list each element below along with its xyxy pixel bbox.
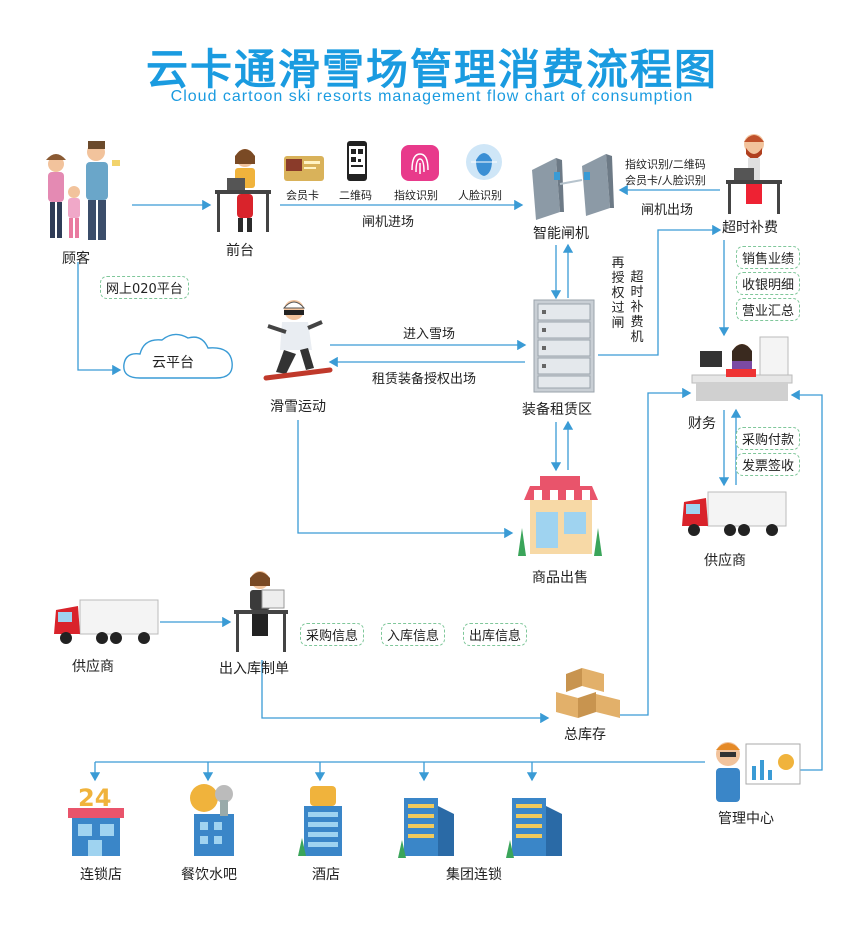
front-desk-staff-icon bbox=[215, 149, 271, 232]
tag-summary: 营业汇总 bbox=[736, 298, 801, 321]
smart-gate-icon bbox=[532, 154, 614, 220]
cloud-platform-label: 云平台 bbox=[152, 355, 194, 371]
front-desk-label: 前台 bbox=[226, 243, 254, 259]
finance-label: 财务 bbox=[688, 416, 716, 432]
branch-food-label: 餐饮水吧 bbox=[181, 867, 237, 883]
tag-outbound-info: 出库信息 bbox=[463, 623, 528, 646]
shop-store-icon bbox=[518, 476, 602, 556]
warehouse-boxes-icon bbox=[556, 668, 620, 718]
supplier-left-truck-icon bbox=[54, 599, 159, 644]
supplier-truck-icon bbox=[682, 491, 787, 536]
reauth-vertical-label: 再授权过闸 bbox=[611, 256, 625, 331]
management-label: 管理中心 bbox=[718, 811, 774, 827]
gate-right-label-1: 指纹识别/二维码 bbox=[625, 158, 706, 171]
hotel-building-icon bbox=[298, 786, 342, 856]
tag-inbound-info: 入库信息 bbox=[381, 623, 446, 646]
cloud-icon bbox=[123, 333, 233, 379]
overtime-staff-icon bbox=[726, 134, 782, 214]
supplier-left-label: 供应商 bbox=[72, 659, 114, 675]
tag-purchase-payment: 采购付款 bbox=[736, 427, 801, 450]
gate-in-label: 闸机进场 bbox=[362, 215, 415, 230]
page-title: 云卡通滑雪场管理消费流程图 bbox=[145, 45, 718, 94]
shop-label: 商品出售 bbox=[532, 570, 588, 586]
inout-label: 出入库制单 bbox=[219, 661, 289, 677]
qr-code-phone-icon bbox=[347, 141, 367, 181]
enter-slope-label: 进入雪场 bbox=[403, 327, 456, 342]
management-center-icon bbox=[716, 742, 801, 802]
auth-member-card-label: 会员卡 bbox=[286, 189, 319, 202]
page-subtitle: Cloud cartoon ski resorts management flo… bbox=[170, 88, 694, 105]
auth-face-label: 人脸识别 bbox=[458, 189, 502, 202]
equipment-locker-icon bbox=[533, 299, 595, 393]
inout-staff-icon bbox=[234, 571, 288, 652]
customer-label: 顾客 bbox=[62, 251, 90, 267]
chain-store-24h-icon: 24 bbox=[68, 784, 124, 856]
online-o2o-tag: 网上020平台 bbox=[100, 276, 189, 299]
gate-out-label: 闸机出场 bbox=[641, 203, 694, 218]
tag-sales: 销售业绩 bbox=[736, 246, 801, 269]
skiing-label: 滑雪运动 bbox=[270, 399, 326, 415]
rental-area-label: 装备租赁区 bbox=[522, 402, 592, 418]
tag-invoice: 发票签收 bbox=[736, 453, 801, 476]
gate-right-label-2: 会员卡/人脸识别 bbox=[625, 174, 706, 187]
restaurant-bar-icon bbox=[190, 784, 234, 856]
group-building-1-icon bbox=[398, 798, 454, 858]
fingerprint-icon bbox=[401, 145, 439, 181]
overtime-machine-vertical-label: 超时补费机 bbox=[630, 270, 644, 345]
face-recognition-icon bbox=[466, 144, 502, 180]
tag-purchase-info: 采购信息 bbox=[300, 623, 365, 646]
rental-exit-label: 租赁装备授权出场 bbox=[372, 372, 477, 387]
branch-chain-label: 连锁店 bbox=[80, 867, 122, 883]
supplier-top-label: 供应商 bbox=[704, 553, 746, 569]
branch-group-label: 集团连锁 bbox=[446, 867, 502, 883]
auth-fingerprint-label: 指纹识别 bbox=[394, 189, 438, 202]
customer-family-icon bbox=[46, 141, 120, 240]
tag-cashier: 收银明细 bbox=[736, 272, 801, 295]
overtime-label: 超时补费 bbox=[722, 220, 778, 236]
skier-icon bbox=[263, 300, 333, 381]
smart-gate-label: 智能闸机 bbox=[533, 226, 589, 242]
finance-desk-icon bbox=[691, 336, 793, 401]
svg-text:24: 24 bbox=[78, 784, 111, 812]
auth-qr-code-label: 二维码 bbox=[339, 189, 372, 202]
group-building-2-icon bbox=[506, 798, 562, 858]
member-card-icon bbox=[284, 156, 324, 181]
warehouse-label: 总库存 bbox=[564, 727, 606, 743]
branch-hotel-label: 酒店 bbox=[312, 867, 340, 883]
